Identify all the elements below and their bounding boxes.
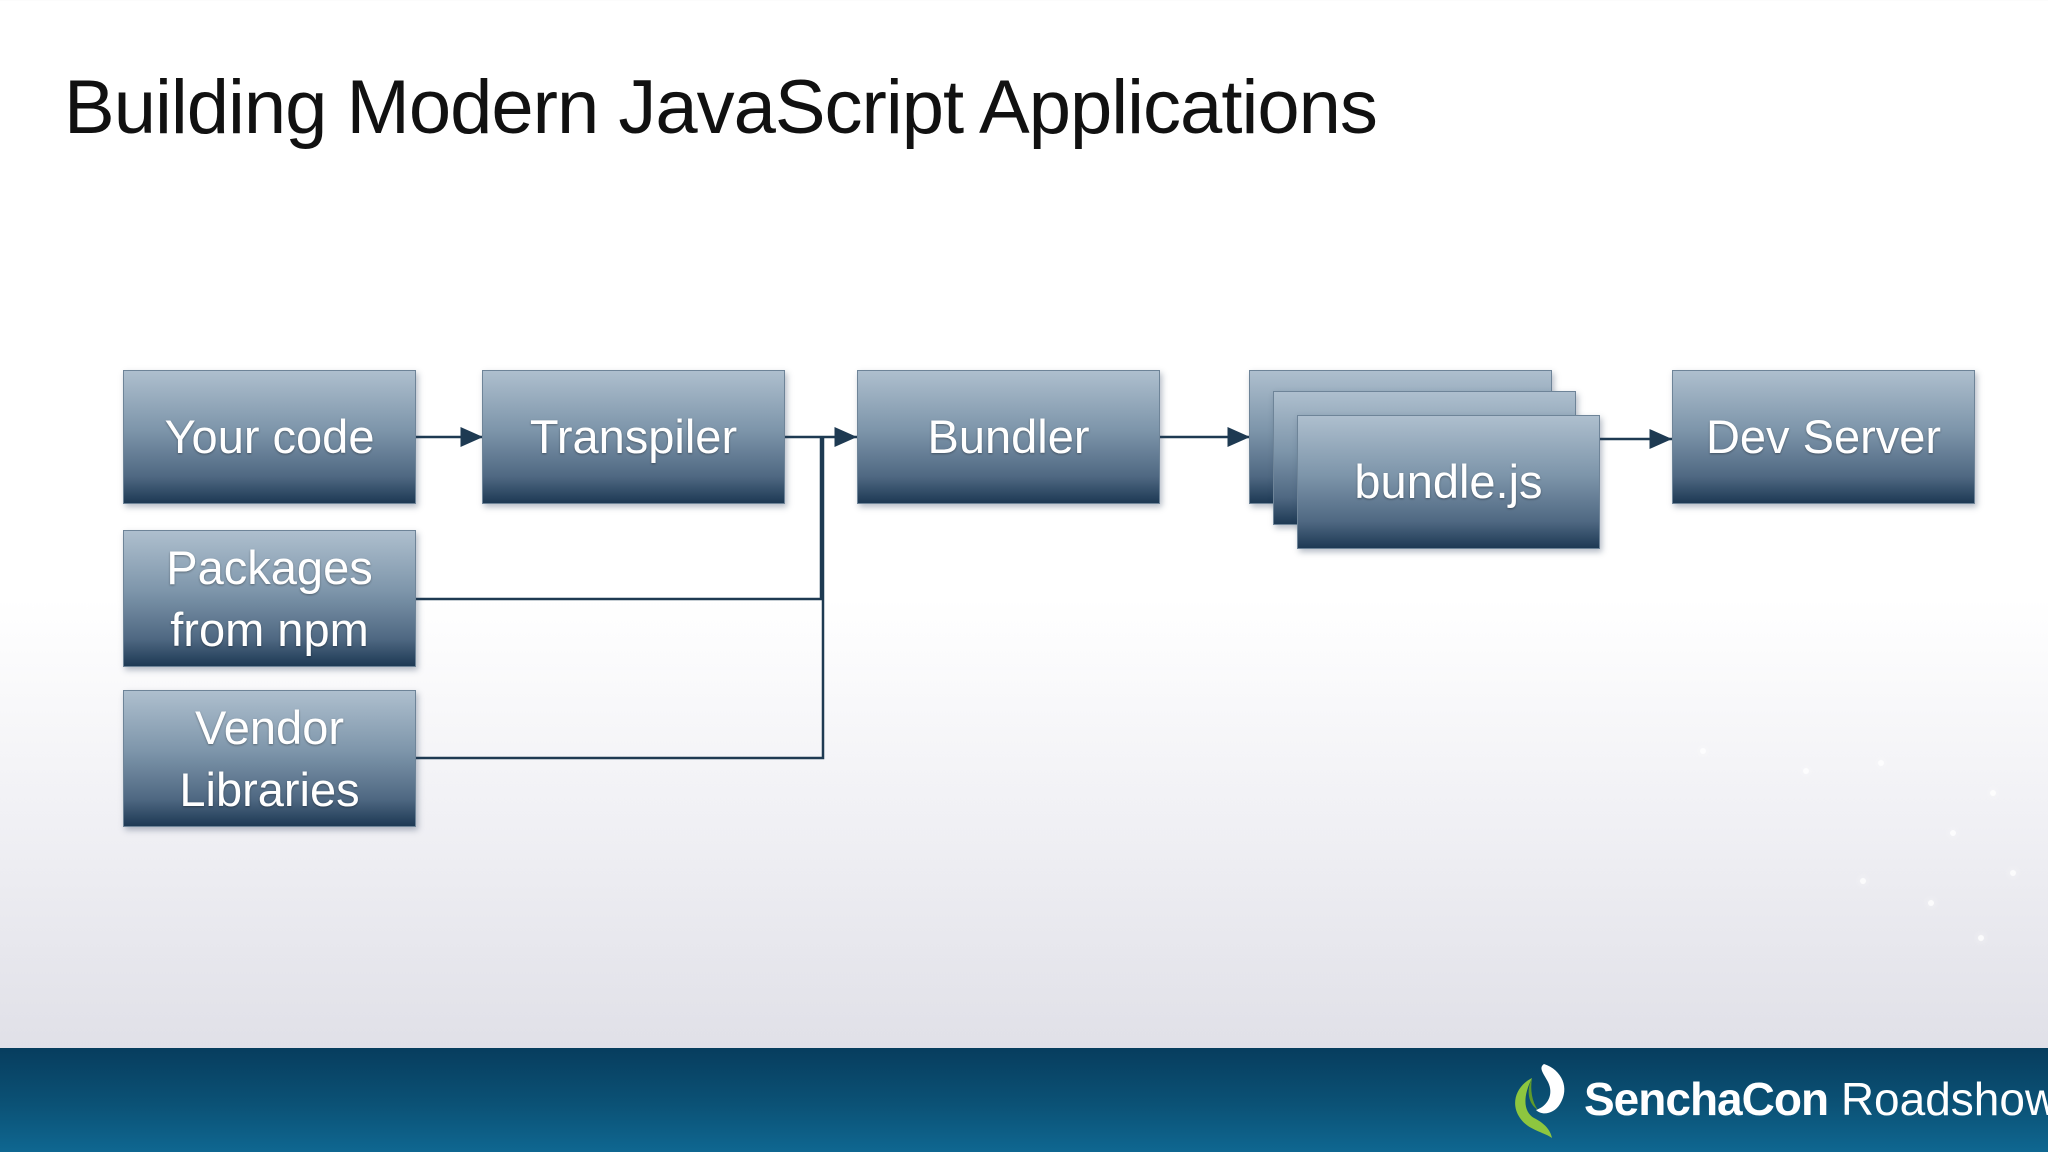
slide-title: Building Modern JavaScript Applications [64, 65, 1378, 150]
sparkle-decoration [1950, 830, 1956, 836]
node-vendor-label-line2: Libraries [179, 762, 360, 816]
node-bundler-label: Bundler [927, 410, 1090, 464]
node-packages-label-line2: from npm [170, 602, 369, 656]
node-bundle-js-label: bundle.js [1354, 455, 1543, 509]
node-packages-from-npm: Packages from npm [123, 530, 416, 667]
node-bundler: Bundler [857, 370, 1160, 504]
brand-roadshow: Roadshow [1840, 1073, 2048, 1125]
line-vendor-merge [416, 437, 825, 760]
footer-band [0, 1048, 2048, 1152]
sparkle-decoration [1978, 935, 1984, 941]
sencha-leaf-icon [1515, 1064, 1565, 1138]
sparkle-decoration [1928, 900, 1934, 906]
node-your-code-label: Your code [164, 410, 375, 464]
node-bundle-js: bundle.js [1297, 415, 1600, 549]
node-dev-server: Dev Server [1672, 370, 1975, 504]
sparkle-decoration [1700, 748, 1706, 754]
node-packages-label-line1: Packages [166, 541, 373, 595]
node-dev-server-label: Dev Server [1705, 410, 1942, 464]
sparkle-decoration [1878, 760, 1884, 766]
sparkle-decoration [1860, 878, 1866, 884]
node-transpiler: Transpiler [482, 370, 785, 504]
node-transpiler-label: Transpiler [529, 410, 738, 464]
sparkle-decoration [1990, 790, 1996, 796]
brand-wordmark: SenchaCon Roadshow [1584, 1072, 2048, 1126]
node-your-code: Your code [123, 370, 416, 504]
brand-sencha-con: SenchaCon [1584, 1073, 1829, 1125]
sparkle-decoration [1803, 768, 1809, 774]
sparkle-decoration [2010, 870, 2016, 876]
line-packages-merge [416, 437, 823, 601]
node-vendor-label-line1: Vendor [195, 701, 344, 755]
node-vendor-libraries: Vendor Libraries [123, 690, 416, 827]
